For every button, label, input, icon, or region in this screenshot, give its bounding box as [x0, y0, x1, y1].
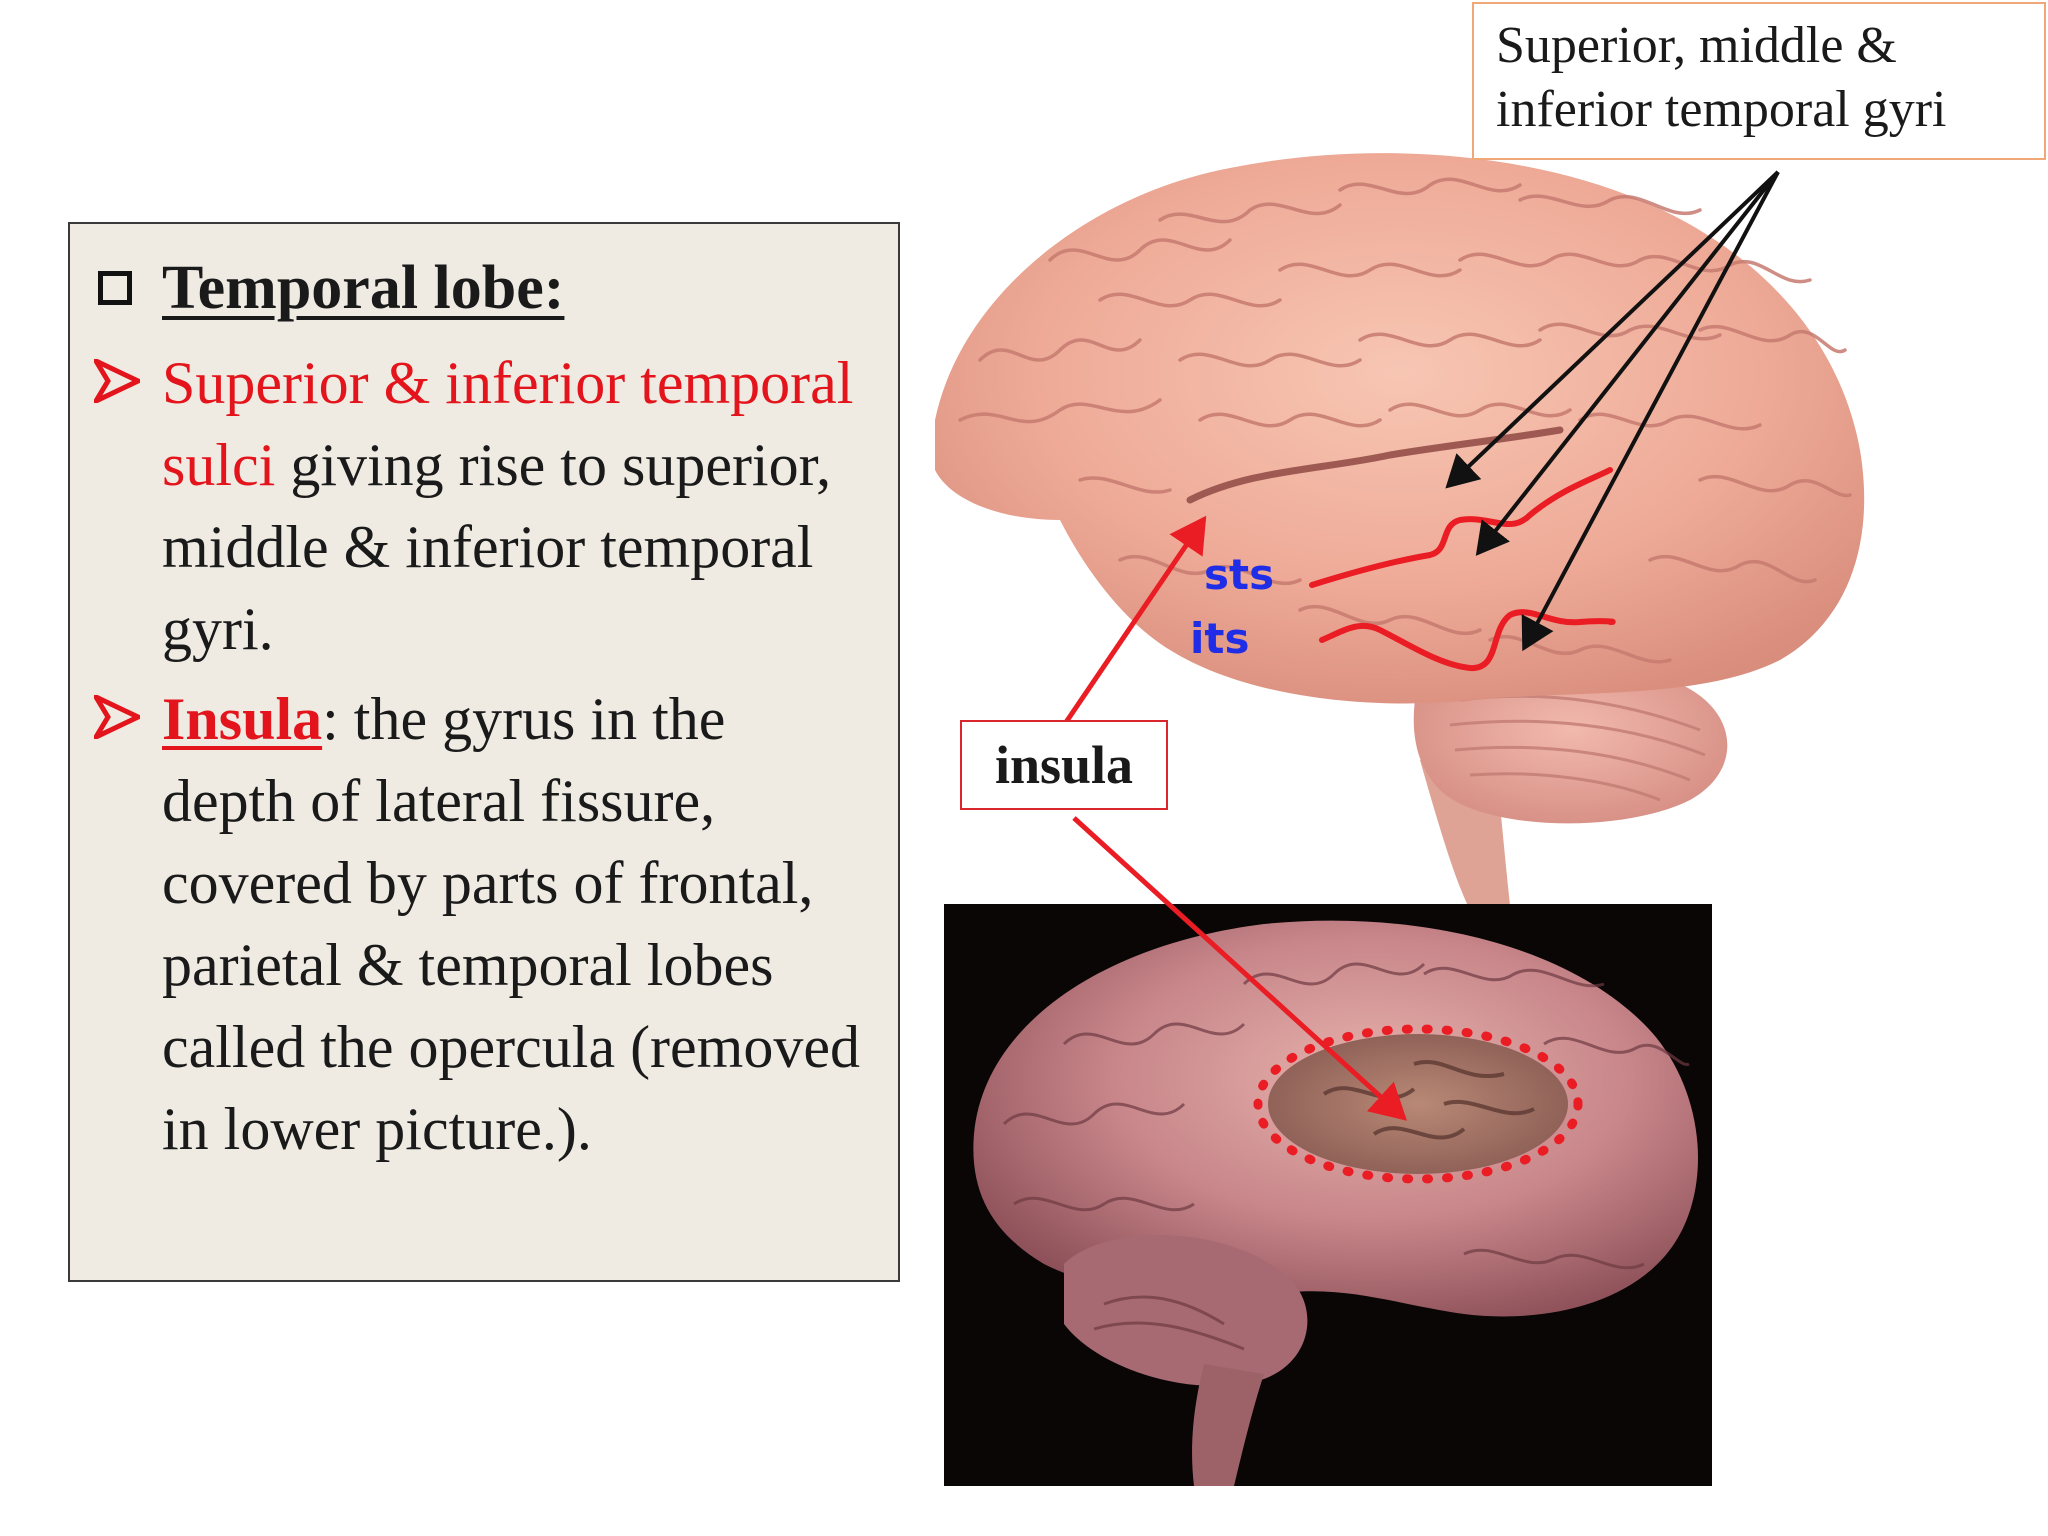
callout-line-2: inferior temporal gyri	[1496, 81, 1947, 138]
gyri-arrows	[1445, 170, 1780, 652]
sts-label: sts	[1204, 550, 1275, 599]
sulci-term: Superior & inferior temporal sulci	[162, 350, 854, 498]
arrowhead-bullet-icon	[94, 342, 158, 420]
text-panel: Temporal lobe: Superior & inferior tempo…	[68, 222, 900, 1282]
insula-arrow-lower	[1072, 816, 1407, 1121]
its-line	[1319, 609, 1616, 671]
insula-dotted-outline	[1253, 1024, 1583, 1184]
gyri-callout: Superior, middle & inferior temporal gyr…	[1472, 2, 2046, 160]
gyri-texture	[958, 177, 1852, 664]
brain-insula-photo	[944, 904, 1712, 1486]
insula-term: Insula	[162, 686, 323, 752]
bullet-insula: Insula: the gyrus in the depth of latera…	[94, 678, 870, 1170]
insula-description: : the gyrus in the depth of lateral fiss…	[162, 686, 860, 1162]
sts-line	[1309, 467, 1613, 588]
bullet-sulci-text: Superior & inferior temporal sulci givin…	[162, 342, 870, 670]
lower-cerebellum	[1064, 1235, 1308, 1386]
insula-label: insula	[994, 735, 1134, 795]
lateral-fissure	[1186, 426, 1564, 504]
callout-line-1: Superior, middle &	[1496, 17, 1897, 74]
checkbox-icon	[98, 271, 132, 305]
insula-label-box: insula	[960, 720, 1168, 810]
insula-region	[1268, 1034, 1568, 1174]
sulci-description: giving rise to superior, middle & inferi…	[162, 432, 832, 662]
insula-arrow-upper	[1055, 515, 1207, 736]
arrowhead-bullet-icon	[94, 678, 158, 756]
its-label: its	[1190, 614, 1250, 663]
panel-heading: Temporal lobe:	[162, 253, 565, 322]
bullet-sulci: Superior & inferior temporal sulci givin…	[94, 342, 870, 670]
heading-row: Temporal lobe:	[94, 242, 870, 334]
bullet-insula-text: Insula: the gyrus in the depth of latera…	[162, 678, 870, 1170]
lower-brainstem	[1192, 1364, 1264, 1486]
